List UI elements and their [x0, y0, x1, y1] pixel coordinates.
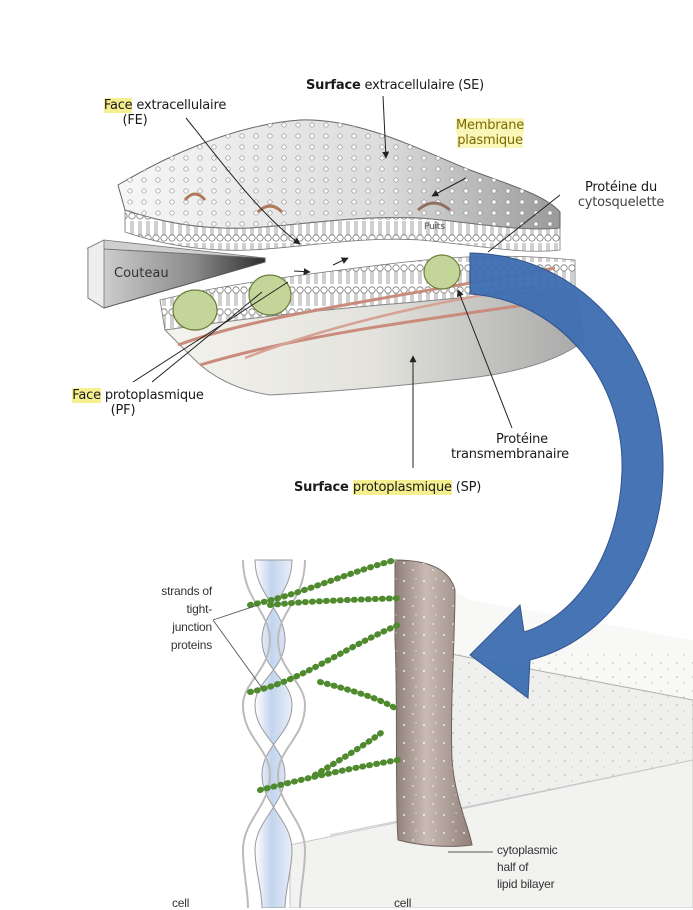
- fe-rest: extracellulaire: [132, 98, 227, 113]
- cell-left-label: cell: [172, 896, 190, 910]
- strands-line1: strands of: [161, 584, 212, 598]
- sp-rest: (SP): [451, 480, 482, 495]
- strands-label: strands of tight- junction proteins: [116, 582, 212, 654]
- pf-rest: protoplasmique: [100, 388, 204, 403]
- proteine-trans-line2: transmembranaire: [451, 447, 569, 462]
- fe-hl: Face: [103, 98, 133, 113]
- strands-line3: junction: [172, 620, 212, 634]
- strands-line2: tight-: [186, 602, 213, 616]
- se-rest: extracellulaire (SE): [360, 78, 485, 93]
- se-bold: Surface: [306, 78, 361, 93]
- surface-protoplasmique-label: Surface protoplasmique (SP): [294, 480, 481, 495]
- strands-line4: proteins: [170, 638, 212, 652]
- cytoplasmic-line3: lipid bilayer: [497, 877, 555, 891]
- proteine-cyto-line1: Protéine du: [585, 180, 657, 195]
- membrane-line1: Membrane: [455, 118, 525, 133]
- proteine-trans-line1: Protéine: [496, 432, 548, 447]
- sp-hl: protoplasmique: [352, 480, 452, 495]
- proteine-transmembranaire-label: Protéine transmembranaire: [430, 432, 590, 462]
- fe-abbr: (FE): [122, 113, 148, 128]
- sp-bold: Surface: [294, 480, 353, 495]
- cytoplasmic-line1: cytoplasmic: [497, 843, 558, 857]
- pf-hl: Face: [72, 388, 101, 403]
- membrane-plasmique-label: Membrane plasmique: [440, 118, 540, 148]
- proteine-cyto-line2: cytosquelette: [577, 195, 665, 210]
- membrane-line2: plasmique: [457, 133, 523, 148]
- proteine-cytosquelette-label: Protéine du cytosquelette: [556, 180, 686, 210]
- puits-label: Puits: [424, 222, 445, 232]
- transition-arrow: [469, 252, 664, 699]
- pf-abbr: (PF): [110, 403, 136, 418]
- couteau-label: Couteau: [114, 266, 169, 281]
- cytoplasmic-line2: half of: [497, 860, 529, 874]
- face-extracellulaire-label: Face extracellulaire (FE): [90, 98, 240, 128]
- cytoplasmic-label: cytoplasmic half of lipid bilayer: [497, 842, 558, 893]
- face-protoplasmique-label: Face protoplasmique (PF): [38, 388, 238, 418]
- surface-extracellulaire-label: Surface extracellulaire (SE): [306, 78, 484, 93]
- cell-right-label: cell: [394, 896, 412, 910]
